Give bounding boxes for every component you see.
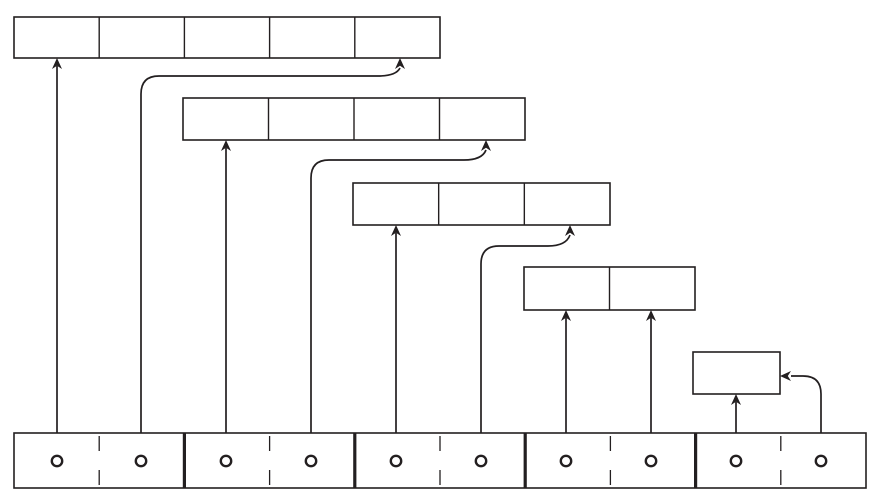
curve-base-3-to-level-2-last-cell-head xyxy=(481,140,491,151)
arrow-base-2-to-level-2-head xyxy=(221,140,231,151)
arrow-base-7-to-level-4-right-head xyxy=(646,310,656,321)
base-node-circle-6[interactable] xyxy=(559,454,573,468)
base-node-circle-8[interactable] xyxy=(729,454,743,468)
level-3-box[interactable] xyxy=(352,182,611,226)
base-node-circle-0[interactable] xyxy=(50,454,64,468)
arrow-base-6-to-level-4-head xyxy=(561,310,571,321)
base-node-circle-1[interactable] xyxy=(134,454,148,468)
curve-base-1-to-level-1-last-cell-path xyxy=(140,67,401,433)
level-group-3 xyxy=(352,182,611,226)
base-node-circle-7[interactable] xyxy=(644,454,658,468)
curve-base-9-to-level-5-right-side-path xyxy=(791,375,822,433)
level-group-5 xyxy=(692,351,781,395)
base-node-circle-2[interactable] xyxy=(219,454,233,468)
curve-base-5-to-level-3-last-cell-head xyxy=(565,225,575,236)
arrow-base-0-to-level-1-head xyxy=(52,58,62,69)
level-group-2 xyxy=(182,97,526,141)
base-node-circle-4[interactable] xyxy=(389,454,403,468)
base-array-group xyxy=(13,432,867,489)
level-group-4 xyxy=(523,266,696,311)
arrow-base-4-to-level-3-head xyxy=(391,225,401,236)
base-node-circle-5[interactable] xyxy=(474,454,488,468)
arrow-base-8-to-level-5-head xyxy=(731,394,741,405)
level-5-box[interactable] xyxy=(692,351,781,395)
curve-base-3-to-level-2-last-cell-path xyxy=(310,149,487,433)
base-node-circle-3[interactable] xyxy=(304,454,318,468)
curve-base-9-to-level-5-right-side-head xyxy=(780,371,791,381)
curve-base-1-to-level-1-last-cell-head xyxy=(395,58,405,69)
base-node-circle-9[interactable] xyxy=(814,454,828,468)
level-1-box[interactable] xyxy=(13,16,441,59)
level-group-1 xyxy=(13,16,441,59)
curve-base-5-to-level-3-last-cell-path xyxy=(480,234,571,433)
